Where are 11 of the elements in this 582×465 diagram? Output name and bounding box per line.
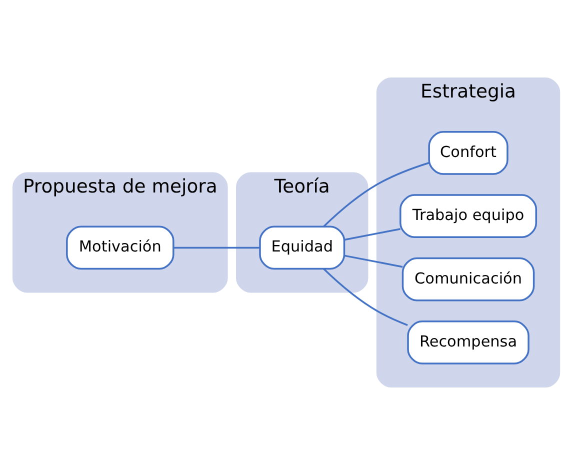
node-box: Trabajo equipo xyxy=(400,194,538,238)
node-box: Confort xyxy=(428,131,508,175)
node-box: Comunicación xyxy=(402,257,535,302)
node-box: Recompensa xyxy=(407,320,530,364)
node-box: Motivación xyxy=(66,226,174,270)
connector xyxy=(344,228,400,241)
node-box: Equidad xyxy=(259,226,346,270)
connector xyxy=(174,246,260,249)
connector xyxy=(323,162,430,228)
connector xyxy=(323,268,408,326)
connector xyxy=(344,254,403,268)
